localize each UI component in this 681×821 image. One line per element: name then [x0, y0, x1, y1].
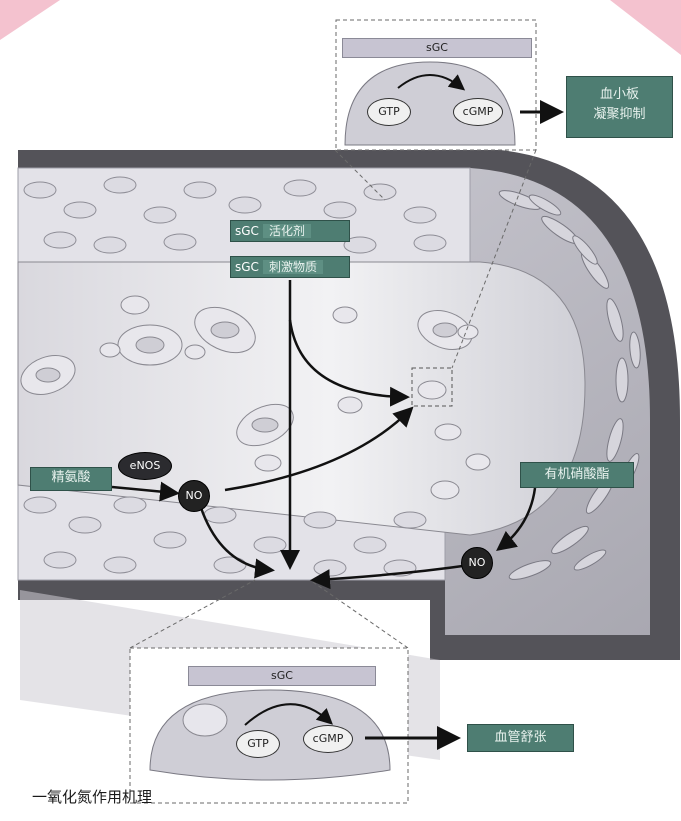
top-sgc-label: sGC: [342, 38, 532, 58]
bottom-gtp-label: GTP: [236, 730, 280, 758]
figure-title: 一氧化氮作用机理: [32, 786, 152, 807]
top-gtp-label: GTP: [367, 98, 411, 126]
sgc-activator-suffix: 活化剂: [263, 224, 311, 238]
platelet-inhibition-line1: 血小板: [567, 85, 672, 105]
no-molecule-left: NO: [178, 480, 210, 512]
no-molecule-right: NO: [461, 547, 493, 579]
bottom-cgmp-label: cGMP: [303, 725, 353, 753]
vessel-lumen: [18, 262, 585, 535]
sgc-stimulator-prefix: sGC: [231, 260, 263, 274]
sgc-activator-prefix: sGC: [231, 224, 263, 238]
platelet-inhibition-box: 血小板 凝聚抑制: [566, 76, 673, 138]
top-cgmp-label: cGMP: [453, 98, 503, 126]
bottom-sgc-label: sGC: [188, 666, 376, 686]
arginine-box: 精氨酸: [30, 467, 112, 491]
platelet-inhibition-line2: 凝聚抑制: [567, 105, 672, 125]
vasodilation-box: 血管舒张: [467, 724, 574, 752]
organic-nitrate-box: 有机硝酸酯: [520, 462, 634, 488]
bottom-cell-nucleus: [183, 704, 227, 736]
sgc-stimulator-suffix: 刺激物质: [263, 260, 323, 274]
enos-enzyme: eNOS: [118, 452, 172, 480]
